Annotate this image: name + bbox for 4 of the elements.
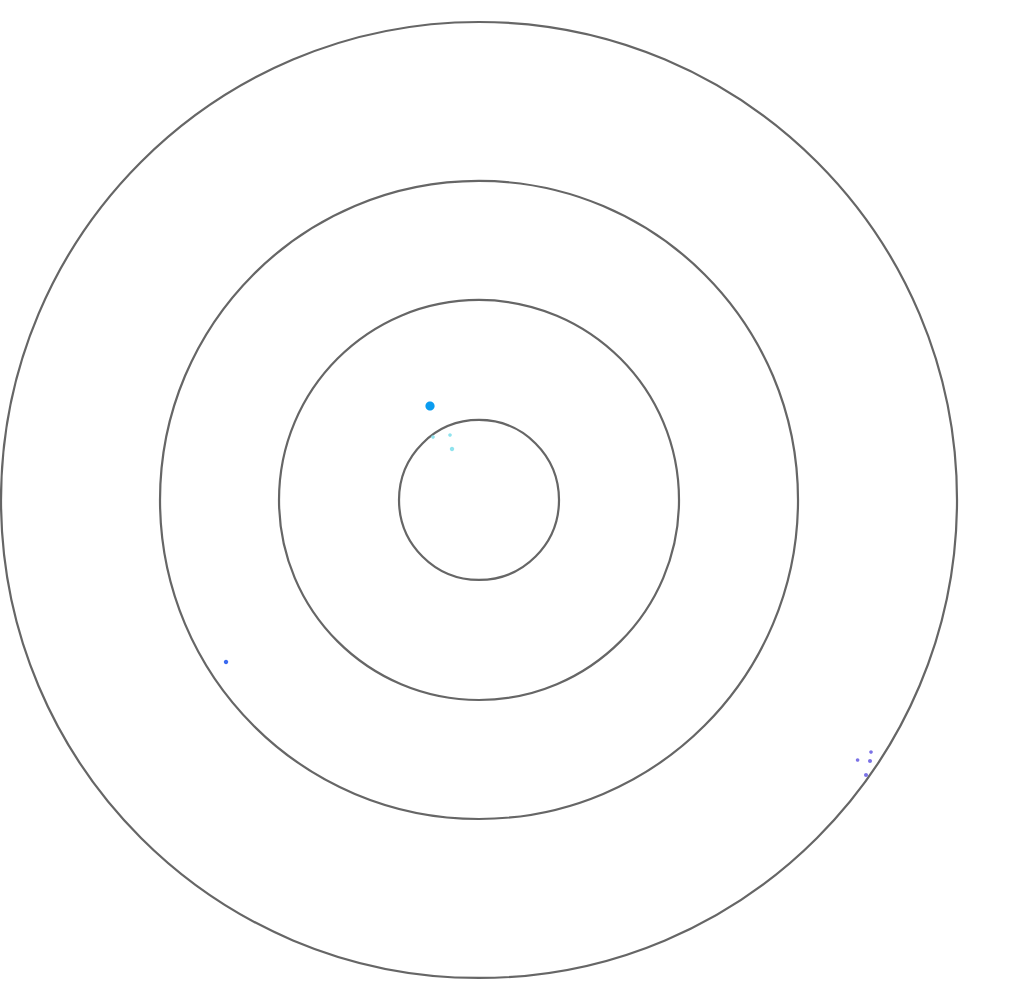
circle	[158, 179, 800, 821]
circle	[277, 298, 681, 702]
circle	[0, 20, 959, 980]
circle	[397, 418, 561, 582]
